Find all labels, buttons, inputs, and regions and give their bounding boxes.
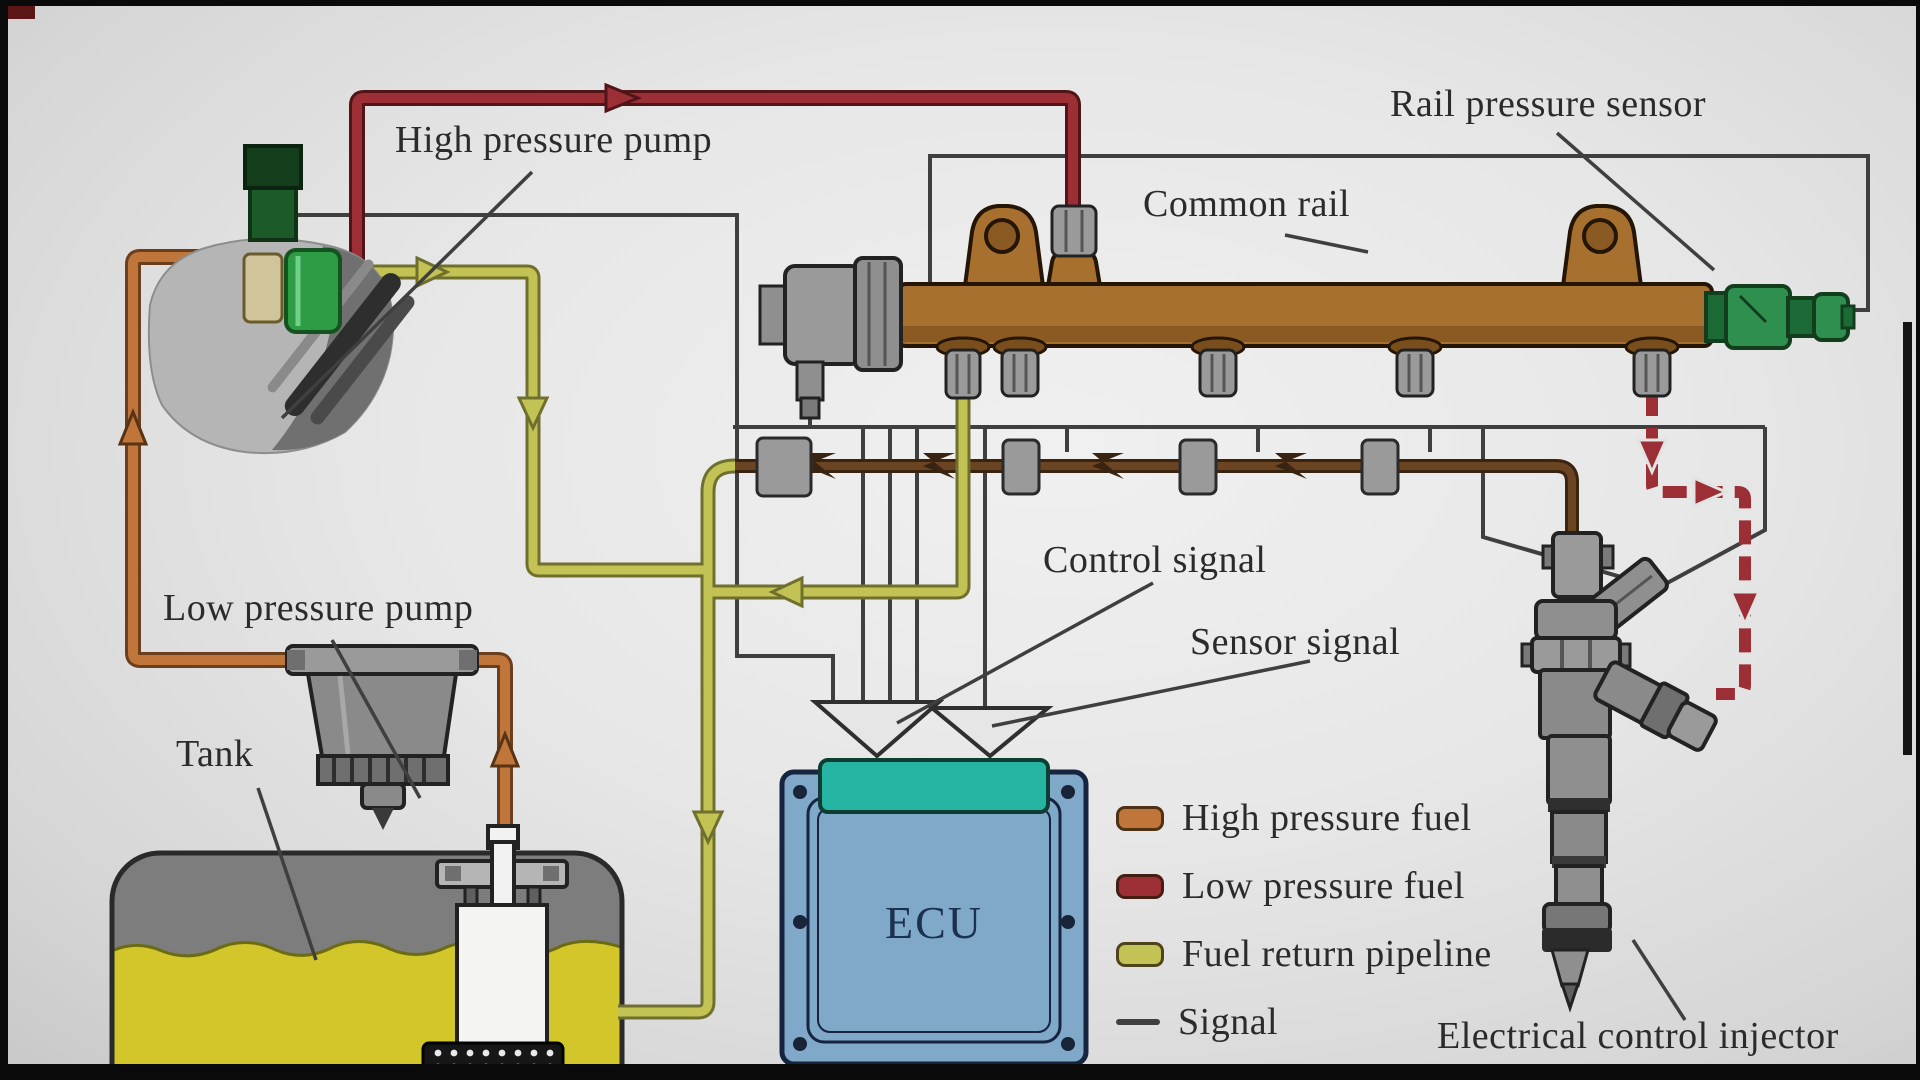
ecu-screws	[793, 785, 1075, 1051]
right-letterbox-bar	[1916, 0, 1920, 1080]
low-pressure-pump	[285, 644, 479, 830]
legend-item-high-pressure-fuel: High pressure fuel	[1116, 796, 1472, 840]
label-leader-lines	[256, 131, 1716, 1021]
return-line-fittings	[755, 436, 1400, 498]
arrow-left-icon	[768, 575, 804, 609]
left-letterbox-bar	[0, 0, 8, 1080]
leader-tank	[256, 787, 318, 961]
legend-item-fuel-return: Fuel return pipeline	[1116, 932, 1492, 976]
label-high-pressure-pump: High pressure pump	[395, 119, 713, 161]
electrical-control-injector	[1520, 531, 1718, 1013]
arrow-right-icon	[1692, 475, 1730, 509]
sensor-signal-wire	[928, 154, 1870, 312]
label-rail-pressure-sensor: Rail pressure sensor	[1390, 83, 1707, 125]
arrow-down-icon	[1728, 590, 1762, 628]
pump-inlet-fitting	[242, 252, 284, 324]
pump-signal-wire	[296, 213, 835, 700]
legend-label: Signal	[1178, 1001, 1279, 1043]
pump-solenoid-connector	[248, 180, 298, 242]
legend-swatch-signal-icon	[1116, 1019, 1160, 1025]
label-electrical-control-injector: Electrical control injector	[1437, 1015, 1839, 1057]
injector-wire-right	[1657, 427, 1767, 590]
return-direction-arrows	[415, 255, 804, 846]
leader-rail-pressure-sensor	[1555, 131, 1716, 272]
label-common-rail: Common rail	[1143, 183, 1351, 225]
low-pressure-fuel-pipes	[349, 82, 1762, 700]
return-manifold	[735, 436, 1579, 535]
leader-control-signal	[896, 581, 1154, 725]
label-sensor-signal: Sensor signal	[1190, 621, 1401, 663]
ecu-input-arrows	[809, 700, 1054, 759]
ecu-connector-strip	[818, 758, 1050, 814]
right-vertical-bar	[1903, 322, 1912, 755]
label-ecu: ECU	[885, 897, 983, 948]
arrow-down-icon	[691, 810, 725, 846]
injector-side-port	[1593, 660, 1718, 752]
arrow-up-icon	[489, 730, 521, 768]
label-low-pressure-pump: Low pressure pump	[163, 587, 474, 629]
top-letterbox-bar	[0, 0, 1920, 6]
in-tank-pump	[421, 824, 569, 1079]
rail-flow-limiter	[758, 256, 903, 420]
rail-outlet-fittings	[935, 336, 1680, 400]
high-pressure-pump	[147, 144, 415, 455]
bottom-letterbox-bar	[0, 1064, 1920, 1080]
high-pressure-fuel-pipes	[117, 249, 521, 838]
pump-green-valve	[284, 248, 342, 334]
label-control-signal: Control signal	[1043, 539, 1267, 581]
legend-label: Fuel return pipeline	[1182, 933, 1492, 975]
injector-return-fitting	[1551, 531, 1603, 599]
arrow-down-icon	[1635, 438, 1669, 476]
leader-sensor-signal	[991, 659, 1311, 728]
legend-item-signal: Signal	[1116, 1000, 1278, 1044]
leader-common-rail	[1284, 233, 1369, 254]
leader-low-pressure-pump	[330, 639, 422, 799]
legend-label: High pressure fuel	[1182, 797, 1472, 839]
legend-label: Low pressure fuel	[1182, 865, 1465, 907]
injector-supply-pipe	[1646, 392, 1751, 700]
arrow-up-icon	[117, 408, 149, 446]
leader-high-pressure-pump	[280, 170, 534, 420]
rail-inlet-fitting	[1050, 204, 1098, 258]
arrow-down-icon	[516, 396, 550, 432]
sensor-signal-arrow-icon	[926, 706, 1054, 759]
legend-swatch-low-pressure-icon	[1116, 873, 1164, 899]
legend-swatch-fuel-return-icon	[1116, 941, 1164, 967]
rail-pressure-sensor	[1704, 284, 1856, 350]
common-rail	[758, 204, 1856, 420]
legend-swatch-high-pressure-icon	[1116, 805, 1164, 831]
legend-item-low-pressure-fuel: Low pressure fuel	[1116, 864, 1465, 908]
leader-electrical-control-injector	[1631, 939, 1687, 1021]
label-tank: Tank	[176, 733, 254, 775]
corner-artifact	[8, 6, 35, 19]
arrow-right-icon	[604, 82, 642, 114]
